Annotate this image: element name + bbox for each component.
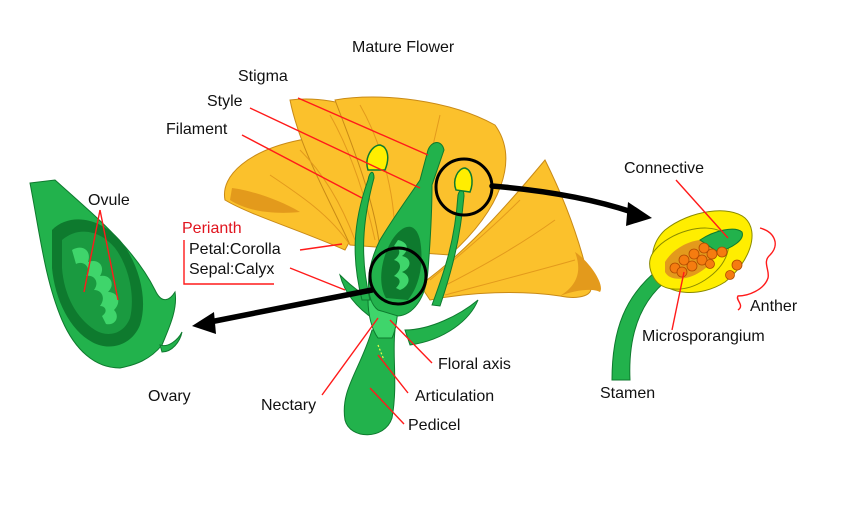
labels: Mature Flower Stigma Style Filament Peri… [88,39,798,434]
label-articulation: Articulation [415,388,494,405]
ovary-zoom-circle [368,246,428,306]
leader-ovule-1 [83,209,101,293]
stamen-detail [611,210,776,381]
label-nectary: Nectary [261,397,316,414]
leader-floral-axis [389,319,433,364]
mature-flower [223,96,601,436]
label-stigma: Stigma [238,68,288,85]
label-sepal-calyx: Sepal:Calyx [189,261,274,278]
label-ovule: Ovule [88,192,130,209]
anther-left [366,144,389,171]
stamens-in-flower [354,144,473,307]
leader-style [249,107,421,189]
zoom-arrows [192,183,652,334]
petal-left-fold [230,188,300,213]
label-filament: Filament [166,121,228,138]
leader-nectary [321,317,379,396]
pollen-grains [669,242,743,280]
label-anther: Anther [750,298,798,315]
leader-filament [241,134,363,199]
leader-sepal [289,267,346,291]
ovules-detail [72,247,119,325]
label-petal-corolla: Petal:Corolla [189,241,281,258]
arrow-to-ovary [207,287,375,325]
label-floral-axis: Floral axis [438,356,511,373]
label-microsporangium: Microsporangium [642,328,765,345]
sepal-right [404,299,479,346]
leader-pedicel [369,387,405,425]
pedicel [343,329,396,436]
label-stamen: Stamen [600,385,655,402]
arrow-to-stamen-head [626,202,652,226]
petal-right-shadow [560,252,601,296]
label-connective: Connective [624,160,704,177]
ovary-detail [29,179,183,369]
leader-stigma [297,97,429,156]
arrow-to-stamen [489,183,635,215]
leader-connective [675,179,729,239]
leader-lines [83,97,729,425]
diagram-title: Mature Flower [352,39,455,56]
arrow-to-ovary-head [192,312,216,334]
anther-right [453,167,473,193]
leader-ovule-2 [99,209,119,301]
ovary-tip [159,331,183,353]
articulation-line [377,344,385,361]
leader-petal [299,243,343,251]
ovules-in-flower [394,240,410,290]
leader-microsporangium [671,271,685,331]
perianth-bracket [183,240,274,285]
leader-articulation [377,354,409,394]
label-ovary: Ovary [148,388,191,405]
filament-left [354,171,375,301]
label-perianth: Perianth [182,220,242,237]
label-pedicel: Pedicel [408,417,460,434]
anther-bracket [736,227,776,311]
label-style: Style [207,93,243,110]
